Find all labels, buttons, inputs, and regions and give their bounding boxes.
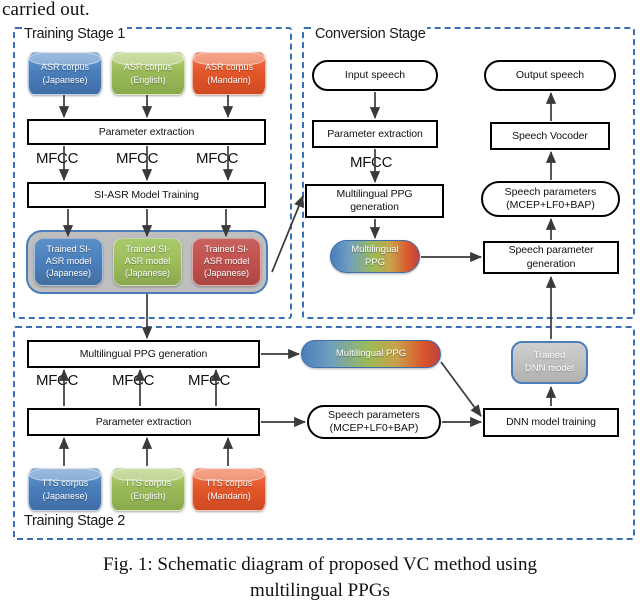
trained-si-asr-model-1-line1: Trained SI- <box>46 244 91 255</box>
corpus-tts-japanese-line2: (Japanese) <box>42 490 88 501</box>
ts1-mfcc-label-3: MFCC <box>196 150 239 167</box>
trained-si-asr-model-2-line3: (Japanese) <box>124 267 171 278</box>
ts2-trained-dnn-model: Trained DNN model <box>511 341 588 384</box>
cs-speech-parameters-line1: Speech parameters <box>504 186 597 199</box>
training-stage-2-label: Training Stage 2 <box>22 513 128 529</box>
ts2-mfcc-label-2: MFCC <box>112 372 155 389</box>
cs-speech-parameter-generation: Speech parameter generation <box>483 241 619 274</box>
trained-si-asr-model-2-line1: Trained SI- <box>125 244 170 255</box>
cs-speech-parameter-generation-line1: Speech parameter <box>508 244 594 257</box>
corpus-asr-english-line1: ASR corpus <box>123 62 173 73</box>
corpus-tts-mandarin-line1: TTS corpus <box>205 478 253 489</box>
trained-si-asr-model-2: Trained SI- ASR model (Japanese) <box>113 238 182 286</box>
corpus-asr-mandarin: ASR corpus (Mandarin) <box>192 52 266 95</box>
ts2-trained-dnn-line2: DNN model <box>524 362 575 374</box>
cs-ppg-generation-line1: Multilingual PPG <box>336 187 413 200</box>
ts1-mfcc-label-2: MFCC <box>116 150 159 167</box>
cs-multilingual-ppg-generation: Multilingual PPG generation <box>305 184 444 218</box>
cs-multilingual-ppg: Multilingual PPG <box>330 240 420 273</box>
ts2-mfcc-label-3: MFCC <box>188 372 231 389</box>
figure-caption: Fig. 1: Schematic diagram of proposed VC… <box>0 552 640 603</box>
cs-speech-parameters-line2: (MCEP+LF0+BAP) <box>506 199 595 211</box>
ts2-multilingual-ppg-generation: Multilingual PPG generation <box>27 340 260 368</box>
trained-si-asr-model-3-line2: ASR model <box>203 256 250 267</box>
training-stage-1-label: Training Stage 1 <box>22 26 128 42</box>
body-text-carried-out: carried out. <box>2 0 90 20</box>
corpus-tts-mandarin: TTS corpus (Mandarin) <box>192 468 266 511</box>
conversion-stage-label: Conversion Stage <box>313 26 428 42</box>
trained-si-asr-model-1: Trained SI- ASR model (Japanese) <box>34 238 103 286</box>
ts2-speech-parameters: Speech parameters (MCEP+LF0+BAP) <box>307 405 441 439</box>
corpus-asr-japanese: ASR corpus (Japanese) <box>28 52 102 95</box>
cs-ppg-generation-line2: generation <box>350 201 399 213</box>
training-stage-2-container <box>13 326 635 540</box>
cs-parameter-extraction: Parameter extraction <box>312 120 438 148</box>
trained-si-asr-model-2-line2: ASR model <box>124 256 171 267</box>
figure-caption-line1: Fig. 1: Schematic diagram of proposed VC… <box>103 554 537 575</box>
training-stage-1-container <box>13 27 292 319</box>
figure-caption-line2: multilingual PPGs <box>250 579 390 601</box>
cs-output-speech: Output speech <box>484 60 616 91</box>
ts1-parameter-extraction: Parameter extraction <box>27 119 266 145</box>
corpus-asr-english: ASR corpus (English) <box>111 52 185 95</box>
corpus-asr-mandarin-line1: ASR corpus <box>204 62 254 73</box>
corpus-asr-japanese-line1: ASR corpus <box>40 62 90 73</box>
ts2-speech-parameters-line2: (MCEP+LF0+BAP) <box>329 422 419 434</box>
cs-speech-parameter-generation-line2: generation <box>526 257 576 270</box>
corpus-tts-mandarin-line2: (Mandarin) <box>207 490 251 501</box>
cs-input-speech: Input speech <box>312 60 438 91</box>
cs-multilingual-ppg-line1: Multilingual <box>351 244 399 256</box>
ts2-trained-dnn-line1: Trained <box>533 350 566 362</box>
corpus-asr-mandarin-line2: (Mandarin) <box>207 74 251 85</box>
trained-si-asr-model-3-line1: Trained SI- <box>204 244 249 255</box>
corpus-tts-english-line1: TTS corpus <box>124 478 172 489</box>
conversion-stage-container <box>302 27 635 319</box>
trained-si-asr-model-3-line3: (Japanese) <box>203 267 250 278</box>
corpus-asr-japanese-line2: (Japanese) <box>42 74 88 85</box>
ts1-mfcc-label-1: MFCC <box>36 150 79 167</box>
ts2-dnn-model-training: DNN model training <box>483 408 619 437</box>
corpus-tts-japanese-line1: TTS corpus <box>41 478 89 489</box>
cs-multilingual-ppg-line2: PPG <box>364 256 386 268</box>
ts2-multilingual-ppg: Multilingual PPG <box>301 340 441 368</box>
ts2-parameter-extraction: Parameter extraction <box>27 408 260 436</box>
cs-speech-vocoder: Speech Vocoder <box>490 122 610 150</box>
ts1-si-asr-model-training: SI-ASR Model Training <box>27 182 266 208</box>
cs-mfcc-label: MFCC <box>350 154 393 171</box>
ts2-speech-parameters-line1: Speech parameters <box>328 409 420 422</box>
corpus-asr-english-line2: (English) <box>130 74 166 85</box>
trained-si-asr-model-1-line3: (Japanese) <box>45 267 92 278</box>
trained-si-asr-model-3: Trained SI- ASR model (Japanese) <box>192 238 261 286</box>
corpus-tts-japanese: TTS corpus (Japanese) <box>28 468 102 511</box>
corpus-tts-english-line2: (English) <box>130 490 166 501</box>
cs-speech-parameters: Speech parameters (MCEP+LF0+BAP) <box>481 181 620 217</box>
trained-si-asr-model-1-line2: ASR model <box>45 256 92 267</box>
corpus-tts-english: TTS corpus (English) <box>111 468 185 511</box>
ts2-mfcc-label-1: MFCC <box>36 372 79 389</box>
